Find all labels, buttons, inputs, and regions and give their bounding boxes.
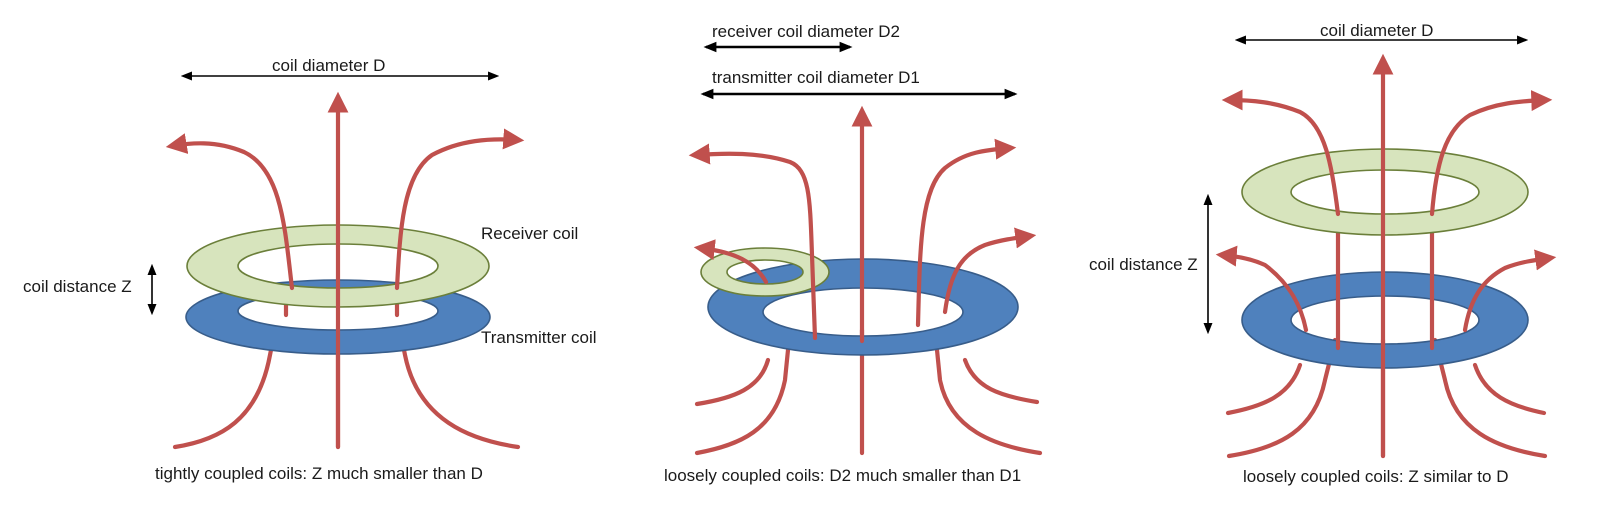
field-lines-upper (688, 105, 1037, 344)
field-line (915, 138, 1017, 328)
field-line (962, 357, 1040, 405)
field-line (394, 128, 525, 291)
field-line (1472, 362, 1547, 416)
field-line (165, 133, 295, 291)
receiver-diameter-label: receiver coil diameter D2 (712, 22, 900, 41)
transmitter-coil-label: Transmitter coil (481, 328, 597, 347)
field-lines-upper (165, 91, 525, 450)
field-line (1215, 245, 1309, 333)
panel-loosely-coupled-small-receiver: receiver coil diameter D2 transmitter co… (664, 22, 1043, 485)
field-line (172, 327, 278, 450)
coil-diameter-label: coil diameter D (272, 56, 385, 75)
panel-tightly-coupled: coil diameter D coil distance Z Receiver… (23, 56, 597, 483)
field-line (694, 357, 771, 407)
field-line (932, 327, 1043, 456)
field-line (1429, 90, 1553, 217)
caption-small-receiver: loosely coupled coils: D2 much smaller t… (664, 466, 1021, 485)
field-line (1226, 337, 1338, 459)
caption-tightly-coupled: tightly coupled coils: Z much smaller th… (155, 464, 483, 483)
field-line (397, 327, 521, 450)
caption-distance: loosely coupled coils: Z similar to D (1243, 467, 1508, 486)
panel-loosely-coupled-distance: coil diameter D coil distance Z loosely … (1089, 21, 1557, 486)
receiver-coil-label: Receiver coil (481, 224, 578, 243)
coil-diameter-label: coil diameter D (1320, 21, 1433, 40)
field-line (1432, 337, 1548, 459)
field-line (694, 327, 793, 456)
transmitter-coil (1241, 271, 1529, 369)
field-lines-upper (1221, 53, 1553, 459)
field-line (693, 239, 769, 285)
transmitter-diameter-label: transmitter coil diameter D1 (712, 68, 920, 87)
coil-distance-label: coil distance Z (23, 277, 132, 296)
coil-distance-label: coil distance Z (1089, 255, 1198, 274)
field-line (942, 227, 1037, 315)
field-line (1225, 362, 1303, 416)
field-line (1462, 249, 1557, 333)
field-line (688, 143, 818, 341)
field-line (1221, 89, 1341, 217)
